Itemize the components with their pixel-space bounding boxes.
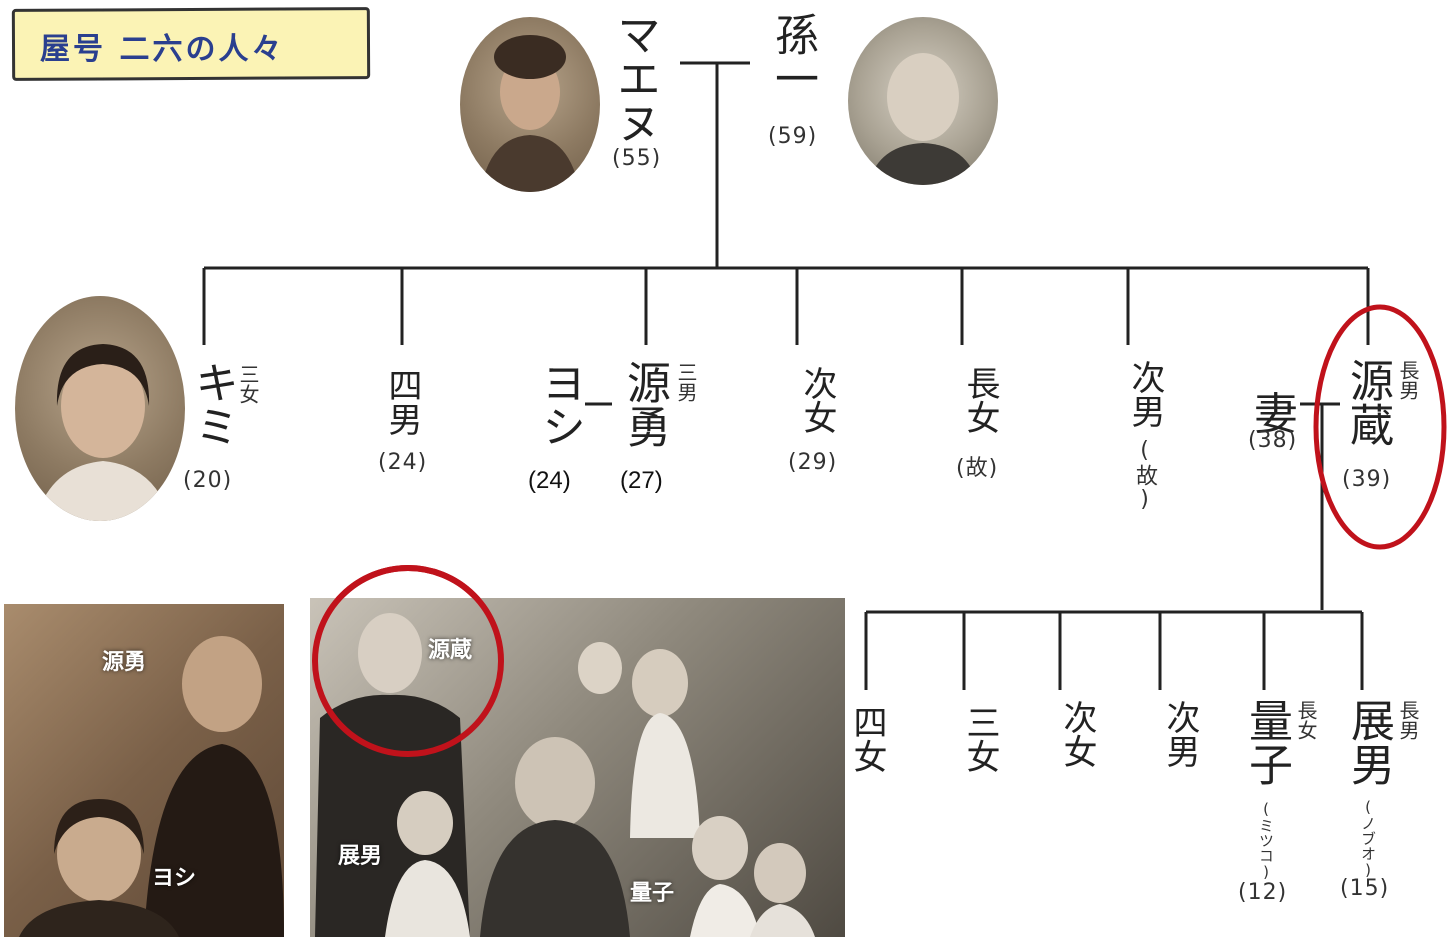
rel-second-son: 次男 <box>1125 360 1165 428</box>
name-kimi: キミ <box>187 360 238 448</box>
person-silhouette-icon <box>868 53 978 185</box>
age-genzo: (39) <box>1342 467 1392 492</box>
photo-genzo-family: 源蔵 展男 量子 <box>310 598 845 937</box>
couple-photo-icon <box>19 636 284 937</box>
rel-eldest-daughter: 長女 <box>960 366 1000 434</box>
portrait-magoichi <box>848 17 998 185</box>
reading-nobuo: (ノブオ) <box>1359 798 1377 879</box>
rel-fourth-son: 四男 <box>382 368 422 436</box>
name-nobuo: 展男 <box>1343 698 1394 786</box>
name-genyu: 源勇 <box>619 360 670 448</box>
person-silhouette-icon <box>35 344 171 521</box>
photo2-label-nobuo: 展男 <box>338 844 383 869</box>
age-wife: (38) <box>1248 428 1298 453</box>
rel-nobuo: 長男 <box>1396 700 1420 740</box>
age-second-daughter: (29) <box>788 450 838 475</box>
person-silhouette-icon <box>480 35 580 192</box>
photo1-label-yoshi: ヨシ <box>152 866 197 891</box>
age-genyu: (27) <box>620 467 663 494</box>
page-title: 屋号 二六の人々 <box>40 32 285 67</box>
age-magoichi: (59) <box>768 124 818 149</box>
rel-grandchild-third-daughter: 三女 <box>960 705 1000 773</box>
portrait-maenu <box>460 17 600 192</box>
rel-genyu: 三男 <box>674 362 698 402</box>
rel-kimi: 三女 <box>236 364 260 404</box>
highlight-circle-genzo <box>1313 304 1447 550</box>
rel-genzo: 長男 <box>1396 360 1420 400</box>
photo2-label-mitsuko: 量子 <box>630 881 675 906</box>
name-mitsuko: 量子 <box>1241 698 1292 786</box>
name-magoichi: 孫一 <box>767 12 818 100</box>
rel-grandchild-second-daughter: 次女 <box>1057 700 1097 768</box>
name-genzo: 源蔵 <box>1342 358 1393 446</box>
age-maenu: (55) <box>612 146 662 171</box>
rel-second-daughter: 次女 <box>797 366 837 434</box>
photo1-label-genyu: 源勇 <box>102 650 147 675</box>
name-wife: 妻 <box>1254 389 1298 440</box>
portrait-kimi <box>15 296 185 521</box>
age-fourth-son: (24) <box>378 450 428 475</box>
age-nobuo: (15) <box>1340 876 1390 901</box>
rel-grandchild-fourth-daughter: 四女 <box>847 705 887 773</box>
reading-mitsuko: (ミツコ) <box>1257 800 1275 881</box>
rel-mitsuko: 長女 <box>1294 700 1318 740</box>
age-mitsuko: (12) <box>1238 880 1288 905</box>
name-maenu: マエヌ <box>609 12 660 144</box>
name-yoshi: ヨシ <box>534 360 585 448</box>
age-second-son: (故) <box>1132 438 1157 513</box>
photo2-label-genzo: 源蔵 <box>428 638 473 663</box>
photo-genyu-yoshi: 源勇 ヨシ <box>4 604 284 937</box>
rel-grandchild-second-son: 次男 <box>1160 700 1200 768</box>
age-kimi: (20) <box>183 468 233 493</box>
age-yoshi: (24) <box>528 467 571 494</box>
family-photo-icon <box>315 613 815 937</box>
age-eldest-daughter: (故) <box>956 456 999 481</box>
